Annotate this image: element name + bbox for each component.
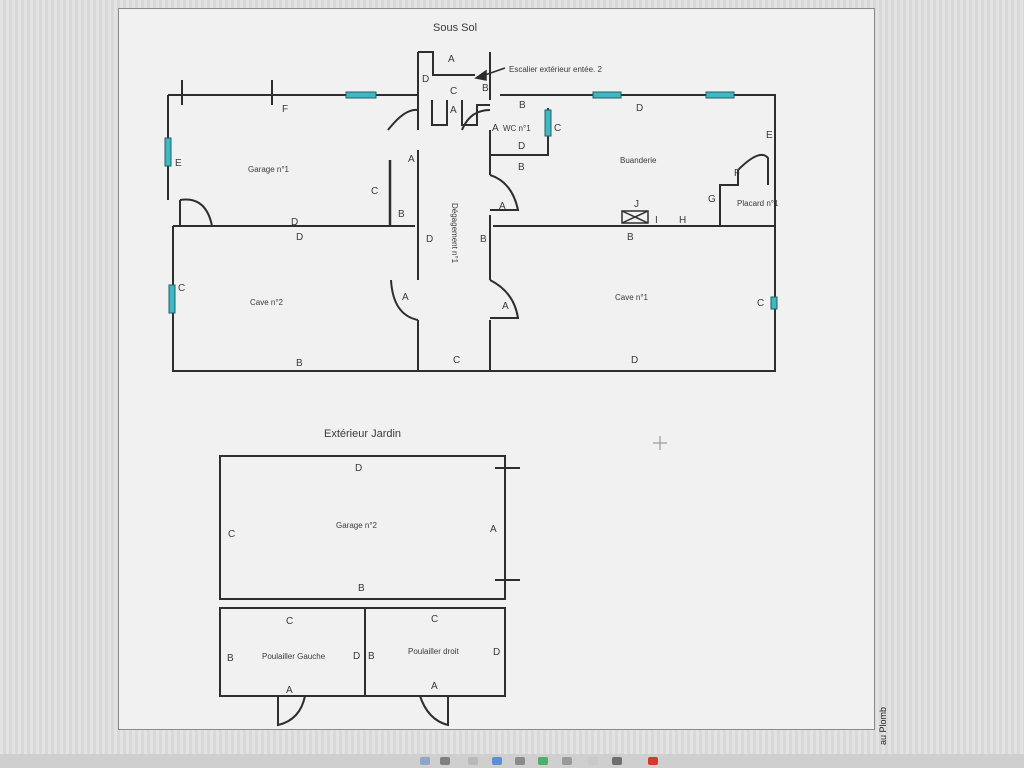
wall-letter: B: [519, 100, 526, 111]
wall-letter: B: [368, 651, 375, 662]
wall-letter: A: [450, 105, 457, 116]
wall-letter: A: [502, 301, 509, 312]
document-page: [118, 8, 875, 730]
window-marker: [345, 91, 377, 99]
wall-letter: F: [282, 104, 288, 115]
wall-letter: D: [296, 232, 303, 243]
room-wc: WC n°1: [503, 124, 531, 133]
taskbar-app-icon[interactable]: [612, 757, 622, 765]
window-marker: [592, 91, 622, 99]
wall-letter: C: [453, 355, 460, 366]
taskbar-app-icon[interactable]: [420, 757, 430, 765]
taskbar-app-icon[interactable]: [588, 757, 598, 765]
room-placard: Placard n°1: [737, 199, 779, 208]
crosshair-cursor-icon: [653, 436, 667, 450]
exterior-letters: D C A B C C B D B D A A: [227, 463, 500, 696]
wall-letter: D: [353, 651, 360, 662]
wall-letter: F: [734, 168, 740, 179]
window-marker: [544, 109, 552, 137]
room-cave-1: Cave n°1: [615, 293, 649, 302]
wall-letter: A: [408, 154, 415, 165]
wall-letter: A: [499, 201, 506, 212]
wall-letter: B: [227, 653, 234, 664]
wall-letter: C: [178, 283, 185, 294]
taskbar-app-icon[interactable]: [468, 757, 478, 765]
wall-letter: B: [398, 209, 405, 220]
room-garage-1: Garage n°1: [248, 165, 290, 174]
wall-letter: E: [175, 158, 182, 169]
wall-letter: B: [296, 358, 303, 369]
room-poulailler-gauche: Poulailler Gauche: [262, 652, 326, 661]
wall-letter: C: [431, 614, 438, 625]
wall-letter: B: [480, 234, 487, 245]
window-group: [164, 91, 778, 314]
window-marker: [164, 137, 172, 167]
wall-letter: A: [490, 524, 497, 535]
wall-letter: A: [492, 123, 499, 134]
wall-letter: D: [518, 141, 525, 152]
wall-letter: A: [286, 685, 293, 696]
wall-letter: J: [634, 199, 639, 210]
taskbar-app-icon[interactable]: [515, 757, 525, 765]
wall-letter: B: [482, 83, 489, 94]
wall-letter: D: [426, 234, 433, 245]
basement-walls: [167, 51, 776, 372]
taskbar-app-icon[interactable]: [492, 757, 502, 765]
wall-letter: D: [291, 217, 298, 228]
side-label: au Plomb: [878, 706, 888, 745]
wall-letter: C: [450, 86, 457, 97]
window-marker: [770, 296, 778, 310]
room-buanderie: Buanderie: [620, 156, 657, 165]
ventilation-symbol: [621, 210, 649, 224]
wall-letter: C: [228, 529, 235, 540]
wall-letter: D: [422, 74, 429, 85]
wall-letter: D: [631, 355, 638, 366]
wall-letter: E: [766, 130, 773, 141]
room-degagement: Dégagement n°1: [450, 203, 459, 264]
wall-letter: A: [431, 681, 438, 692]
wall-letter: B: [358, 583, 365, 594]
stair-arrow: [474, 67, 506, 81]
wall-letter: C: [286, 616, 293, 627]
room-poulailler-droit: Poulailler droit: [408, 647, 459, 656]
window-marker: [168, 284, 176, 314]
exterior-title: Extérieur Jardin: [324, 428, 401, 440]
wall-letter: I: [655, 215, 658, 226]
taskbar-app-icon[interactable]: [440, 757, 450, 765]
wall-letter: A: [448, 54, 455, 65]
taskbar-app-icon[interactable]: [562, 757, 572, 765]
taskbar-app-icon[interactable]: [648, 757, 658, 765]
exterior-walls: [219, 455, 520, 727]
window-marker: [705, 91, 735, 99]
wall-letter: C: [371, 186, 378, 197]
wall-letters: A D C B A F E A C B D D D B A A A C B C …: [175, 54, 773, 369]
stair-note: Escalier extérieur entée. 2: [509, 65, 602, 74]
taskbar-app-icon[interactable]: [538, 757, 548, 765]
room-garage-2: Garage n°2: [336, 521, 378, 530]
wall-letter: A: [402, 292, 409, 303]
basement-title: Sous Sol: [433, 22, 477, 34]
wall-letter: C: [757, 298, 764, 309]
wall-letter: C: [554, 123, 561, 134]
room-cave-2: Cave n°2: [250, 298, 284, 307]
wall-letter: G: [708, 194, 716, 205]
wall-letter: D: [493, 647, 500, 658]
wall-letter: D: [355, 463, 362, 474]
wall-letter: B: [627, 232, 634, 243]
wall-letter: D: [636, 103, 643, 114]
taskbar: [0, 754, 1024, 768]
wall-letter: B: [518, 162, 525, 173]
wall-letter: H: [679, 215, 686, 226]
